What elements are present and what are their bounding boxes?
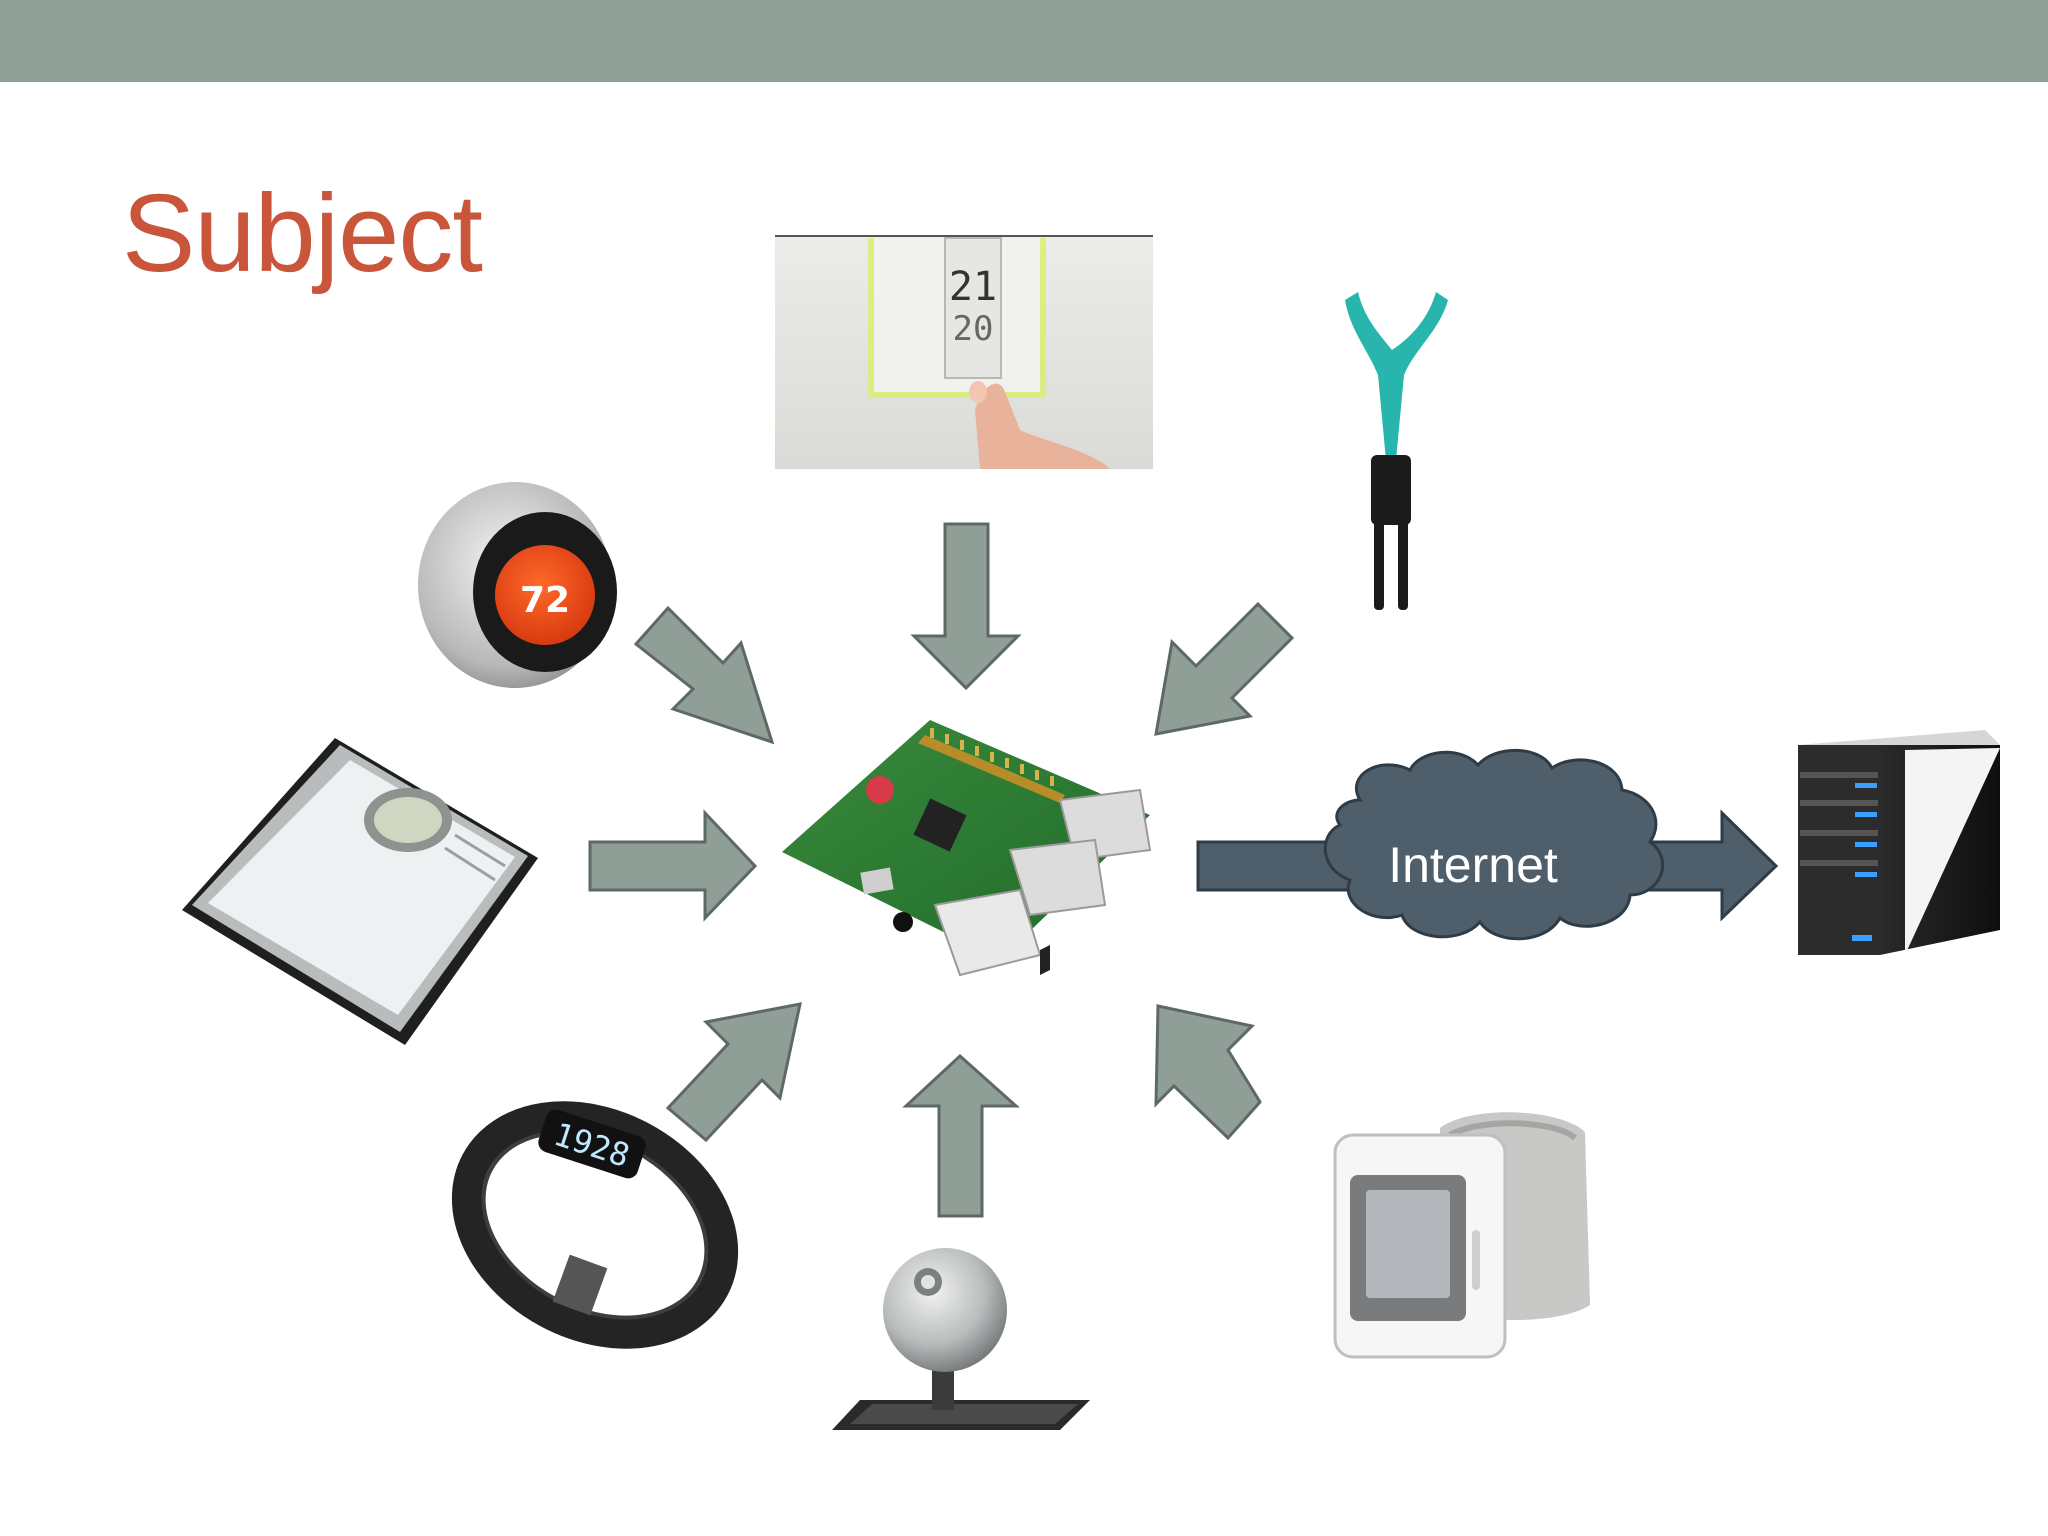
server-tower-icon: [1798, 730, 2000, 955]
top-bar: [0, 0, 2048, 82]
fitness-band-icon: 1928: [451, 1101, 739, 1349]
bathroom-scale-icon: [182, 738, 538, 1045]
blood-pressure-monitor-icon: [1333, 1112, 1590, 1359]
internet-label: Internet: [1388, 837, 1558, 893]
svg-text:72: 72: [520, 580, 570, 621]
svg-text:20: 20: [953, 309, 994, 349]
arrow-from-blood-pressure-monitor: [1154, 1004, 1262, 1141]
arrow-from-fitness-band: [665, 1002, 802, 1143]
plant-sensor-icon: [1345, 292, 1448, 610]
arrow-from-plant-sensor: [1154, 601, 1295, 736]
arrow-from-bathroom-scale: [588, 809, 758, 922]
arrow-from-nest-thermostat: [633, 605, 775, 745]
svg-text:21: 21: [949, 264, 997, 310]
wall-thermostat-icon: 21 20: [775, 235, 1153, 469]
arrow-from-spherical-camera: [902, 1053, 1020, 1218]
spherical-camera-icon: [832, 1248, 1090, 1430]
arrow-from-wall-thermostat: [910, 522, 1022, 691]
slide-title: Subject: [122, 172, 483, 295]
internet-cloud-icon: [1323, 748, 1664, 941]
internet-connection: Internet: [1196, 748, 1779, 941]
raspberry-pi-board-icon: [782, 720, 1152, 977]
nest-thermostat-icon: 72: [418, 482, 617, 688]
